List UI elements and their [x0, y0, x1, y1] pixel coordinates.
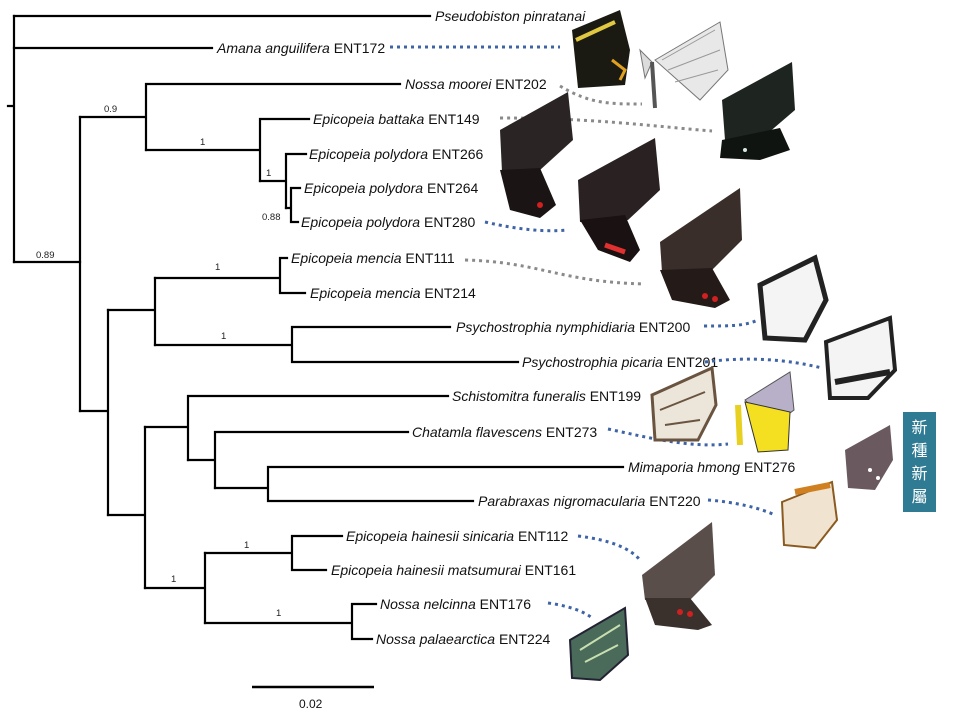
taxon-label: Pseudobiston pinratanai — [435, 8, 586, 24]
support-ingroup: 0.89 — [36, 250, 55, 261]
taxon-label: Nossa palaearctica ENT224 — [376, 631, 551, 647]
moth-white-black-icon — [757, 254, 829, 343]
support-psychostrophia: 1 — [221, 331, 226, 342]
moth-brown-white-icon — [650, 365, 718, 442]
support-nossa: 1 — [276, 608, 281, 619]
moth-yellow-icon — [735, 371, 795, 453]
taxon-label: Epicopeia polydora ENT264 — [304, 180, 479, 196]
support-polydora-inner: 0.88 — [262, 212, 281, 223]
taxon-label: Nossa nelcinna ENT176 — [380, 596, 531, 612]
moth-black-yellow-icon — [572, 10, 630, 88]
badge-char: 新 — [911, 418, 928, 437]
taxon-labels: Pseudobiston pinratanai Amana anguilifer… — [216, 8, 796, 647]
badge-char: 屬 — [911, 487, 928, 506]
swallowtail-brown-icon — [660, 188, 742, 308]
leader-lines — [390, 45, 823, 620]
support-nossa-epicopeia: 0.9 — [104, 104, 117, 115]
swallowtail-red-icon — [578, 138, 660, 262]
swallowtail-brown-icon — [642, 522, 715, 630]
support-hainesii-nossa: 1 — [171, 574, 176, 585]
taxon-label: Epicopeia hainesii matsumurai ENT161 — [331, 562, 576, 578]
taxon-label: Mimaporia hmong ENT276 — [628, 459, 796, 475]
taxon-label: Amana anguilifera ENT172 — [216, 40, 385, 56]
badge-char: 新 — [911, 464, 928, 483]
specimen-images — [500, 10, 898, 682]
taxon-label: Psychostrophia nymphidiaria ENT200 — [456, 319, 690, 335]
badge-char: 種 — [911, 441, 928, 460]
taxon-label: Psychostrophia picaria ENT201 — [522, 354, 718, 370]
moth-white-black-icon — [823, 315, 898, 400]
moth-translucent-icon — [639, 21, 729, 109]
scale-bar-label: 0.02 — [299, 697, 323, 711]
support-battaka-polydora: 1 — [200, 137, 205, 148]
swallowtail-red-icon — [500, 92, 573, 218]
taxon-label: Parabraxas nigromacularia ENT220 — [478, 493, 701, 509]
new-species-badge: 新 種 新 屬 — [903, 412, 936, 512]
moth-orange-spotted-icon — [780, 480, 839, 550]
scale-bar: 0.02 — [252, 685, 374, 711]
taxon-label: Epicopeia hainesii sinicaria ENT112 — [346, 528, 569, 544]
taxon-label: Epicopeia mencia ENT111 — [291, 250, 455, 266]
support-values: 0.9 1 1 0.88 0.89 1 1 1 1 1 — [36, 104, 281, 619]
butterfly-black-icon — [720, 62, 795, 160]
taxon-label: Epicopeia polydora ENT280 — [301, 214, 476, 230]
taxon-label: Epicopeia polydora ENT266 — [309, 146, 484, 162]
taxon-label: Epicopeia battaka ENT149 — [313, 111, 480, 127]
tree-branches — [6, 14, 625, 641]
support-mencia: 1 — [215, 262, 220, 273]
moth-grey-icon — [845, 425, 893, 490]
taxon-label: Nossa moorei ENT202 — [405, 76, 547, 92]
support-hainesii: 1 — [244, 540, 249, 551]
moth-green-icon — [568, 606, 630, 682]
taxon-label: Epicopeia mencia ENT214 — [310, 285, 476, 301]
support-polydora-clade: 1 — [266, 168, 271, 179]
taxon-label: Schistomitra funeralis ENT199 — [452, 388, 641, 404]
taxon-label: Chatamla flavescens ENT273 — [412, 424, 597, 440]
